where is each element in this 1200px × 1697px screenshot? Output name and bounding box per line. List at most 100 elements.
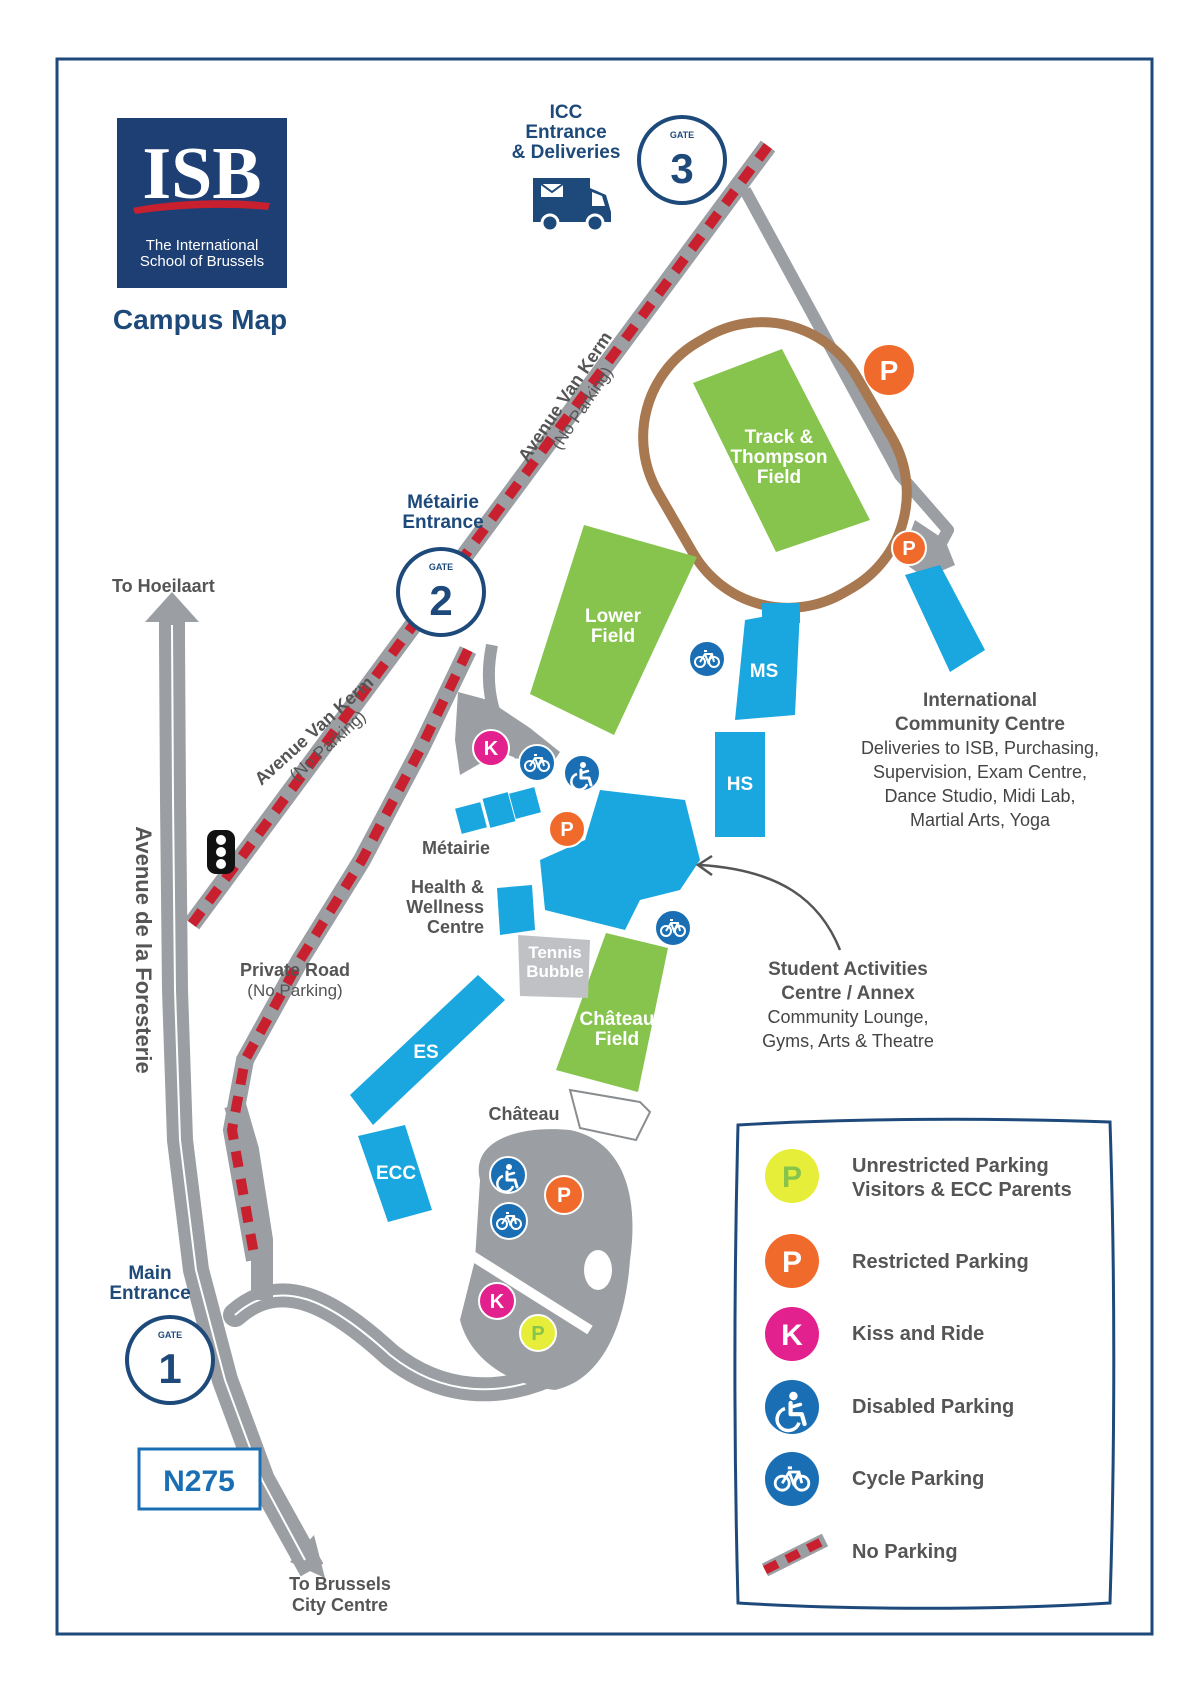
legend-cycle-parking: Cycle Parking [765,1452,984,1506]
ecc-building: ECC [358,1125,432,1222]
svg-text:K: K [484,738,499,760]
svg-text:Cycle Parking: Cycle Parking [852,1468,984,1490]
svg-text:P: P [531,1323,544,1345]
kiss-and-ride-lot: K [478,1282,516,1320]
label-foresterie: Avenue de la Foresterie [131,826,156,1073]
svg-text:Kiss and Ride: Kiss and Ride [852,1323,984,1345]
tennis-label-2: Bubble [526,962,584,981]
svg-text:Community Centre: Community Centre [895,714,1065,735]
track-label-3: Field [757,467,801,488]
parking-restricted-track: P [864,345,914,395]
label-to-brussels-2: City Centre [292,1595,388,1615]
cycle-parking-lot [490,1202,528,1240]
tennis-label-1: Tennis [528,943,582,962]
hs-building: HS [715,732,765,837]
track-label-2: Thompson [730,447,827,468]
sac-description: Student Activities Centre / Annex Commun… [695,854,934,1051]
label-metairie: Métairie [422,838,490,858]
arrow-to-brussels [290,1535,325,1578]
student-activities-centre [540,790,700,930]
legend-no-parking: No Parking [761,1533,958,1577]
svg-text:GATE: GATE [158,1330,182,1340]
svg-text:Centre / Annex: Centre / Annex [781,983,915,1004]
svg-text:3: 3 [670,145,693,192]
gate-1: Main Entrance GATE 1 [109,1263,215,1405]
svg-text:P: P [880,355,899,386]
svg-text:Visitors & ECC Parents: Visitors & ECC Parents [852,1179,1072,1201]
chateau-field-label-1: Château [580,1009,655,1030]
icc-building [905,565,985,672]
isb-logo: ISB The International School of Brussels [117,118,287,288]
parking-restricted-icc: P [891,530,927,566]
arrow-to-hoeilaart [145,592,199,622]
health-wellness-centre [497,885,535,935]
label-private-road: Private Road [240,960,350,980]
parking-restricted-metairie: P [548,810,586,848]
svg-text:GATE: GATE [670,130,694,140]
svg-text:Martial Arts, Yoga: Martial Arts, Yoga [910,810,1051,830]
ms-building: MS [735,603,800,720]
label-chateau: Château [488,1104,559,1124]
svg-text:Student Activities: Student Activities [768,959,928,980]
label-health-3: Centre [427,917,484,937]
label-to-brussels-1: To Brussels [289,1574,391,1594]
svg-text:Supervision, Exam Centre,: Supervision, Exam Centre, [873,762,1087,782]
lower-field: Lower Field [530,525,697,735]
svg-text:International: International [923,690,1037,711]
traffic-light-icon [207,830,235,874]
svg-text:K: K [781,1319,803,1352]
es-building: ES [350,975,505,1125]
kiss-and-ride-metairie: K [472,729,510,767]
hs-label: HS [727,774,753,795]
tennis-bubble: Tennis Bubble [518,935,590,998]
svg-text:Entrance: Entrance [402,512,483,533]
disabled-parking-metairie [563,754,601,792]
n275-sign: N275 [137,1447,262,1511]
private-road [222,646,477,1262]
metairie-building [455,787,541,834]
svg-text:Deliveries to ISB, Purchasing,: Deliveries to ISB, Purchasing, [861,738,1099,758]
legend-kiss-and-ride: K Kiss and Ride [765,1307,984,1361]
label-to-hoeilaart: To Hoeilaart [112,576,215,596]
legend: P Unrestricted Parking Visitors & ECC Pa… [733,1117,1116,1610]
ecc-label: ECC [376,1163,416,1184]
map-title: Campus Map [113,304,287,335]
label-private-road-sub: (No Parking) [247,981,342,1000]
legend-restricted-parking: P Restricted Parking [765,1234,1029,1288]
es-label: ES [413,1042,438,1063]
svg-text:N275: N275 [163,1465,235,1498]
chateau-building [568,1088,652,1142]
logo-line1: The International [146,237,259,254]
svg-text:No Parking: No Parking [852,1541,958,1563]
avenue-van-kerm-upper [184,140,776,930]
svg-text:Gyms, Arts & Theatre: Gyms, Arts & Theatre [762,1031,934,1051]
legend-unrestricted-parking: P Unrestricted Parking Visitors & ECC Pa… [765,1149,1072,1203]
svg-text:GATE: GATE [429,562,453,572]
svg-text:Unrestricted Parking: Unrestricted Parking [852,1155,1049,1177]
track-label-1: Track & [745,427,814,448]
svg-text:ICC: ICC [550,102,583,123]
svg-text:Main: Main [128,1263,171,1284]
parking-restricted-lot: P [544,1175,584,1215]
svg-text:& Deliveries: & Deliveries [512,142,621,163]
parking-unrestricted-lot: P [519,1314,557,1352]
svg-text:Community Lounge,: Community Lounge, [767,1007,928,1027]
label-health-1: Health & [411,877,484,897]
svg-text:Métairie: Métairie [407,492,479,513]
logo-line2: School of Brussels [140,253,264,270]
track-and-thompson-field: Track & Thompson Field [638,317,912,613]
chateau-field-label-2: Field [595,1029,639,1050]
legend-disabled-parking: Disabled Parking [765,1380,1014,1434]
cycle-parking-chateau-field [654,909,692,947]
svg-text:Entrance: Entrance [525,122,606,143]
svg-text:P: P [902,538,915,560]
chateau-field: Château Field [556,933,668,1092]
disabled-parking-lot [489,1156,527,1194]
svg-text:P: P [557,1184,571,1207]
gate-2: Métairie Entrance GATE 2 [396,492,486,637]
svg-text:Restricted Parking: Restricted Parking [852,1251,1029,1273]
lower-field-label-2: Field [591,626,635,647]
main-parking-lot [460,1129,633,1390]
gate-3: ICC Entrance & Deliveries GATE 3 [512,102,727,205]
